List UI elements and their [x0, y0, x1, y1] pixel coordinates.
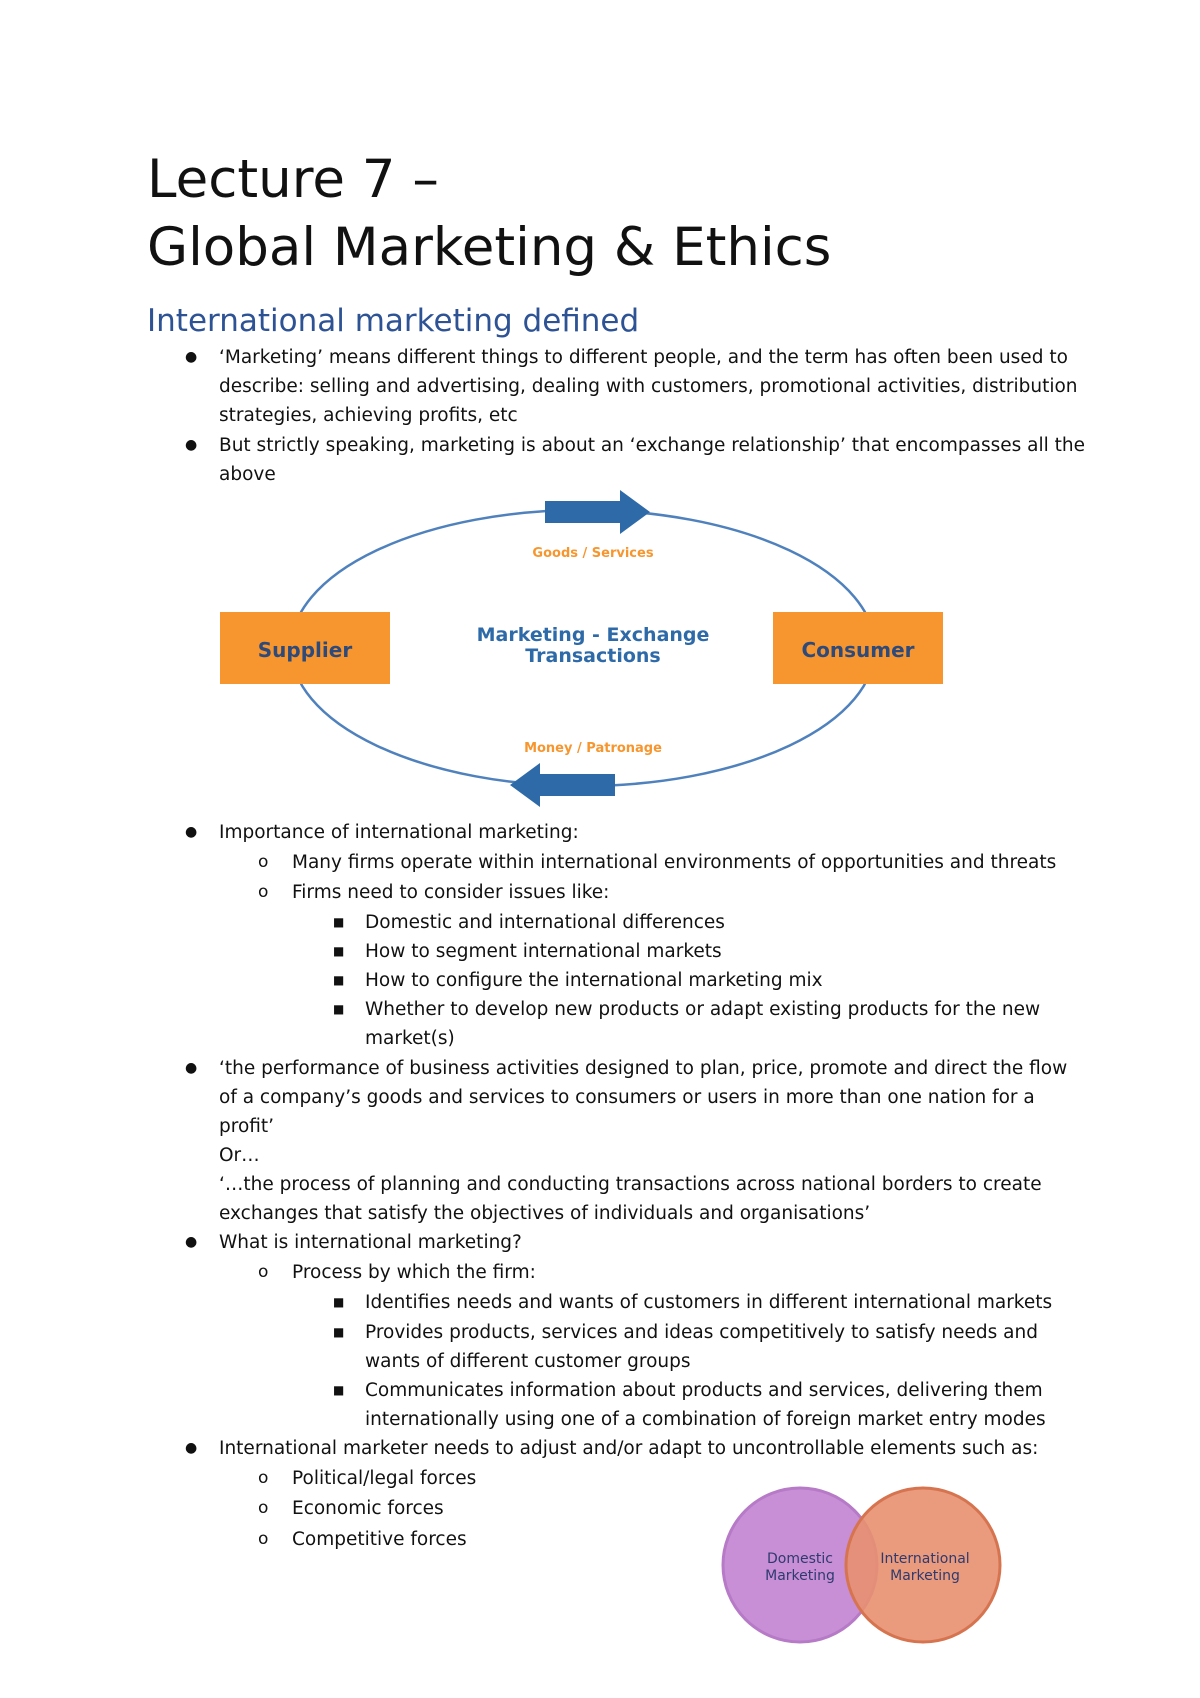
- international-label-line-1: International: [880, 1551, 969, 1567]
- consumer-label: Consumer: [801, 638, 914, 662]
- bullet-disc: ●: [185, 824, 198, 840]
- exchange-diagram: Supplier Consumer Marketing - Exchange T…: [220, 490, 943, 807]
- title-line-1: Lecture 7 –: [147, 149, 439, 210]
- bullet-square: ■: [333, 1002, 345, 1016]
- text-line: What is international marketing?: [219, 1232, 522, 1253]
- text-line: ‘…the process of planning and conducting…: [219, 1174, 1042, 1195]
- text-line: Communicates information about products …: [365, 1380, 1043, 1401]
- text-line: How to segment international markets: [365, 941, 722, 962]
- text-line: ‘Marketing’ means different things to di…: [219, 347, 1068, 368]
- bullet-disc: ●: [185, 437, 198, 453]
- exchange-center-line-1: Marketing - Exchange: [477, 624, 710, 646]
- bullet-circle: o: [258, 1262, 269, 1282]
- text-line: wants of different customer groups: [365, 1351, 691, 1372]
- bullet-circle: o: [258, 1468, 269, 1488]
- text-line: Or…: [219, 1145, 260, 1166]
- consumer-box: [773, 612, 943, 684]
- text-line: strategies, achieving profits, etc: [219, 405, 518, 426]
- text-line: Importance of international marketing:: [219, 822, 579, 843]
- text-line: Process by which the firm:: [292, 1262, 536, 1283]
- supplier-label: Supplier: [258, 638, 353, 662]
- bullet-circle: o: [258, 1529, 269, 1549]
- text-line: International marketer needs to adjust a…: [219, 1438, 1039, 1459]
- text-line: profit’: [219, 1116, 275, 1137]
- section-heading: International marketing defined: [147, 303, 640, 339]
- money-patronage-label: Money / Patronage: [524, 741, 662, 756]
- domestic-label-line-1: Domestic: [767, 1551, 833, 1567]
- text-line: of a company’s goods and services to con…: [219, 1087, 1035, 1108]
- venn-diagram: Domestic Marketing International Marketi…: [721, 1486, 1002, 1644]
- bullet-square: ■: [333, 1325, 345, 1339]
- bullet-square: ■: [333, 944, 345, 958]
- international-label-line-2: Marketing: [890, 1568, 960, 1584]
- bullet-square: ■: [333, 1383, 345, 1397]
- left-arrow-icon: [510, 763, 615, 807]
- text-line: But strictly speaking, marketing is abou…: [219, 435, 1085, 456]
- text-line: Domestic and international differences: [365, 912, 725, 933]
- text-line: Economic forces: [292, 1498, 444, 1519]
- title-line-2: Global Marketing & Ethics: [147, 217, 832, 278]
- bullet-disc: ●: [185, 1234, 198, 1250]
- supplier-box: [220, 612, 390, 684]
- text-line: Competitive forces: [292, 1529, 467, 1550]
- domestic-label-line-2: Marketing: [765, 1568, 835, 1584]
- bullet-disc: ●: [185, 1060, 198, 1076]
- page-title: Lecture 7 – Global Marketing & Ethics: [147, 146, 831, 282]
- text-line: Provides products, services and ideas co…: [365, 1322, 1038, 1343]
- text-line: describe: selling and advertising, deali…: [219, 376, 1078, 397]
- text-line: ‘the performance of business activities …: [219, 1058, 1068, 1079]
- text-line: exchanges that satisfy the objectives of…: [219, 1203, 871, 1224]
- international-circle: [844, 1486, 1002, 1644]
- exchange-center-line-2: Transactions: [525, 645, 660, 667]
- bullet-disc: ●: [185, 349, 198, 365]
- text-line: Whether to develop new products or adapt…: [365, 999, 1041, 1020]
- text-line: internationally using one of a combinati…: [365, 1409, 1046, 1430]
- bullet-square: ■: [333, 915, 345, 929]
- text-line: Identifies needs and wants of customers …: [365, 1292, 1053, 1313]
- bullet-square: ■: [333, 973, 345, 987]
- bullet-square: ■: [333, 1295, 345, 1309]
- text-line: Firms need to consider issues like:: [292, 882, 610, 903]
- text-line: How to configure the international marke…: [365, 970, 823, 991]
- text-line: market(s): [365, 1028, 455, 1049]
- text-line: Political/legal forces: [292, 1468, 477, 1489]
- right-arrow-icon: [545, 490, 650, 534]
- bullet-disc: ●: [185, 1440, 198, 1456]
- bullet-circle: o: [258, 882, 269, 902]
- text-line: Many firms operate within international …: [292, 852, 1057, 873]
- bullet-circle: o: [258, 1498, 269, 1518]
- text-line: above: [219, 464, 276, 485]
- goods-services-label: Goods / Services: [532, 546, 653, 561]
- bullet-circle: o: [258, 852, 269, 872]
